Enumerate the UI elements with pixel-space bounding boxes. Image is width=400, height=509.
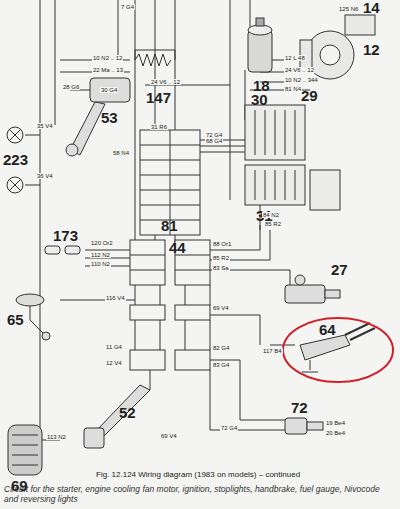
wire-label: 83 Sa <box>212 265 230 271</box>
wire-label: 112 N2 <box>90 252 111 258</box>
callout-number: 29 <box>300 88 319 103</box>
wire-label: 19 Be4 <box>325 420 346 426</box>
wire-label: 30 G4 <box>100 87 118 93</box>
callout-number: 44 <box>168 240 187 255</box>
wire-label: 11 G4 <box>105 344 123 350</box>
wire-label: 116 V4 <box>105 295 126 301</box>
callout-number: 173 <box>52 228 79 243</box>
figure-caption: Circuit for the starter, engine cooling … <box>4 484 396 504</box>
callout-number: 69 <box>10 478 29 493</box>
wire-label: 69 V4 <box>212 305 230 311</box>
wire-label: 28 G6 <box>62 84 80 90</box>
callout-number: 30 <box>250 92 269 107</box>
callout-number: 53 <box>100 110 119 125</box>
wire-label: 24 V6 .. 12 <box>150 79 181 85</box>
wire-label: 22 Ma .. 13 <box>92 67 124 73</box>
wire-label: 58 N4 <box>112 150 130 156</box>
wire-label: 81 N4 <box>284 86 302 92</box>
wire-label: 24 V6 .. 12 <box>284 67 315 73</box>
callout-number: 18 <box>252 78 271 93</box>
wire-label: 69 V4 <box>160 433 178 439</box>
wire-label: 12 V4 <box>105 360 123 366</box>
wire-label: 110 N2 <box>90 261 111 267</box>
wire-label: 88 Or1 <box>212 241 232 247</box>
wire-label: 84 N2 <box>262 212 280 218</box>
wire-label: 83 G4 <box>212 362 230 368</box>
callout-number: 223 <box>2 152 29 167</box>
callout-number: 65 <box>6 312 25 327</box>
wire-label: 117 B4 <box>262 348 283 354</box>
wire-label: 72 G4 <box>220 425 238 431</box>
wire-label: 120 Or2 <box>90 240 114 246</box>
callout-number: 52 <box>118 405 137 420</box>
callout-number: 64 <box>318 322 337 337</box>
wire-label: 20 Be4 <box>325 430 346 436</box>
wire-label: 31 R6 <box>150 124 168 130</box>
wire-label: 125 N6 <box>338 6 359 12</box>
callout-number: 72 <box>290 400 309 415</box>
wire-label: 10 N2 .. 12 <box>92 55 123 61</box>
wire-label: 12 L 48 <box>284 55 306 61</box>
callout-number: 27 <box>330 262 349 277</box>
wire-label: 85 R2 <box>212 255 230 261</box>
wire-label: 85 R2 <box>264 221 282 227</box>
callout-number: 12 <box>362 42 381 57</box>
wire-label: 35 V4 <box>36 123 54 129</box>
callout-number: 147 <box>145 90 172 105</box>
wire-label: 36 V4 <box>36 173 54 179</box>
callout-number: 14 <box>362 0 381 15</box>
wire-label: 82 G4 <box>212 345 230 351</box>
wire-label: 68 G4 <box>205 138 223 144</box>
figure-title: Fig. 12.124 Wiring diagram (1983 on mode… <box>96 470 300 479</box>
wire-label: 10 N2 .. 344 <box>284 77 319 83</box>
wire-label: 7 G4 <box>120 4 135 10</box>
callout-number: 81 <box>160 218 179 233</box>
wire-label: 113 N2 <box>46 434 67 440</box>
